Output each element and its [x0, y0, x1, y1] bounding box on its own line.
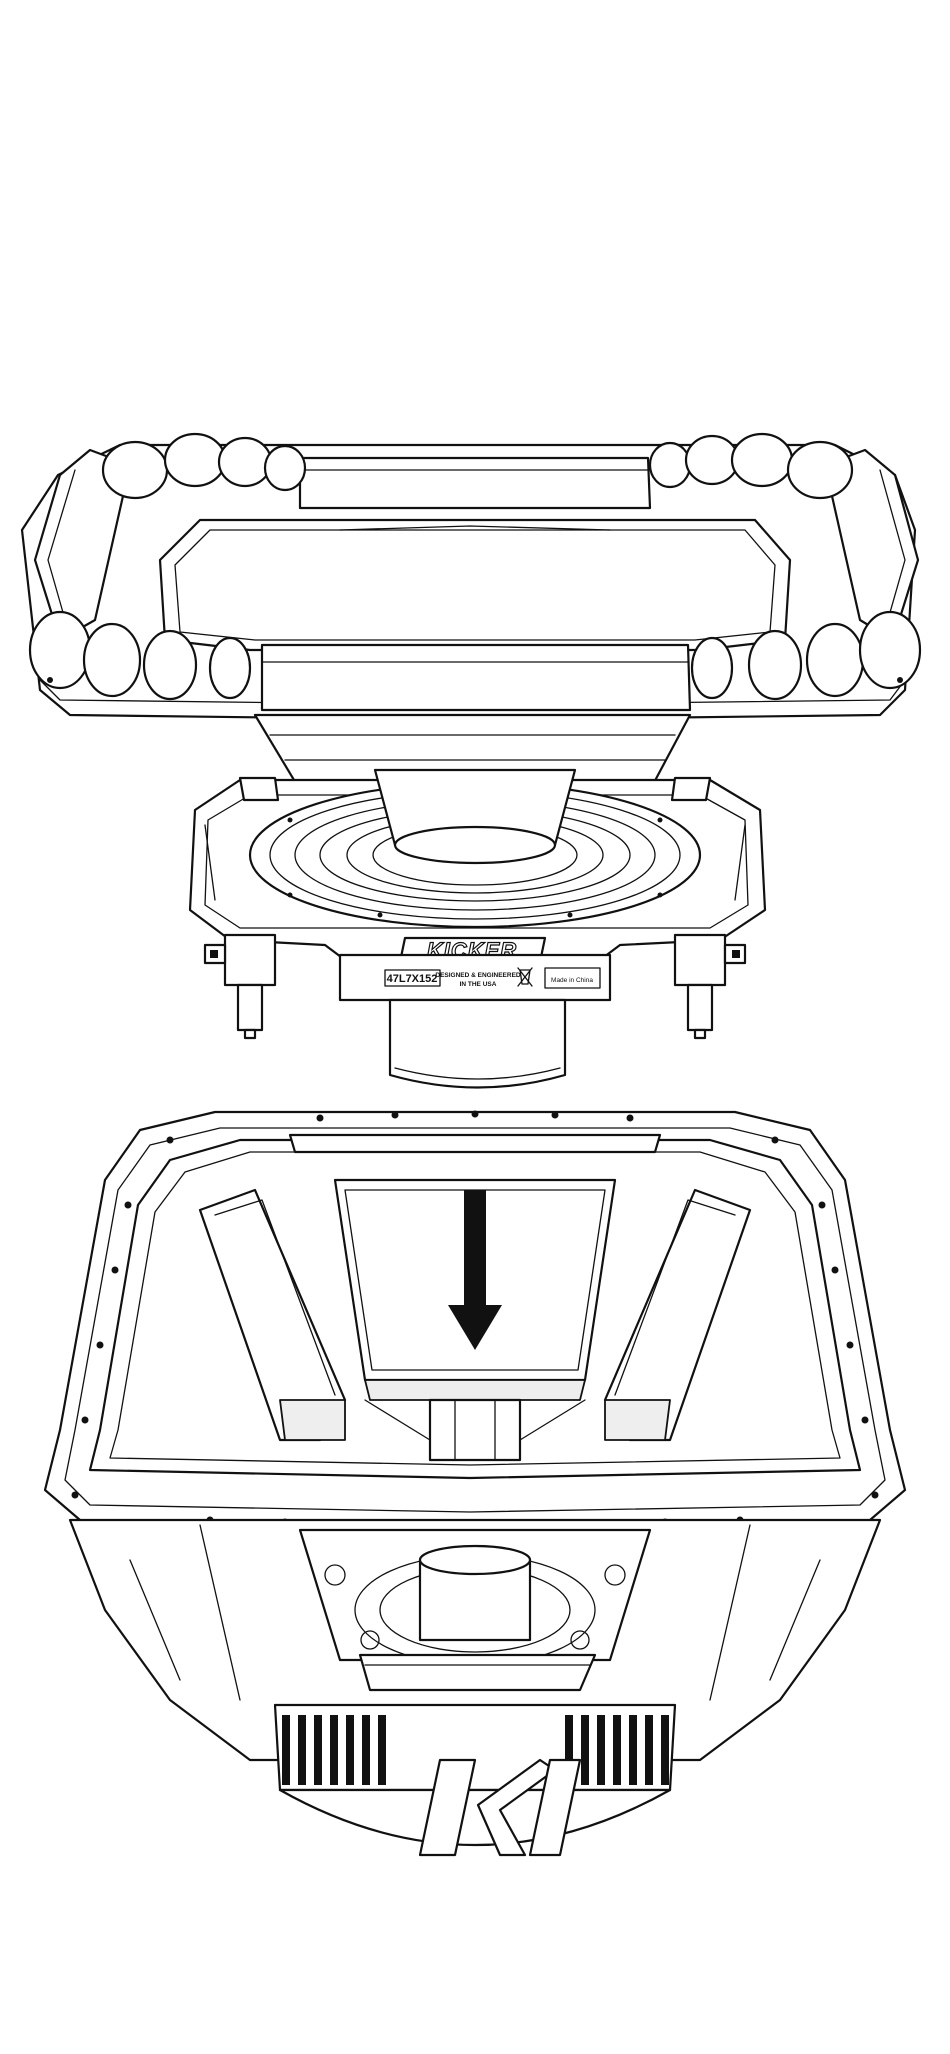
terminal-posts-right	[675, 935, 745, 1038]
heatsink-fins	[275, 1705, 675, 1845]
origin-line-2: IN THE USA	[460, 981, 497, 988]
model-number: 47L7X152	[387, 973, 438, 985]
made-in-label: Made in China	[551, 977, 593, 984]
trim-ring-surround	[22, 434, 920, 720]
cone-motor-assembly	[190, 715, 765, 960]
label-plate: 47L7X152 DESIGNED & ENGINEERED IN THE US…	[340, 955, 610, 1000]
terminal-posts-left	[205, 935, 275, 1038]
origin-line-1: DESIGNED & ENGINEERED	[435, 972, 521, 979]
motor-cylinder	[390, 1000, 565, 1088]
